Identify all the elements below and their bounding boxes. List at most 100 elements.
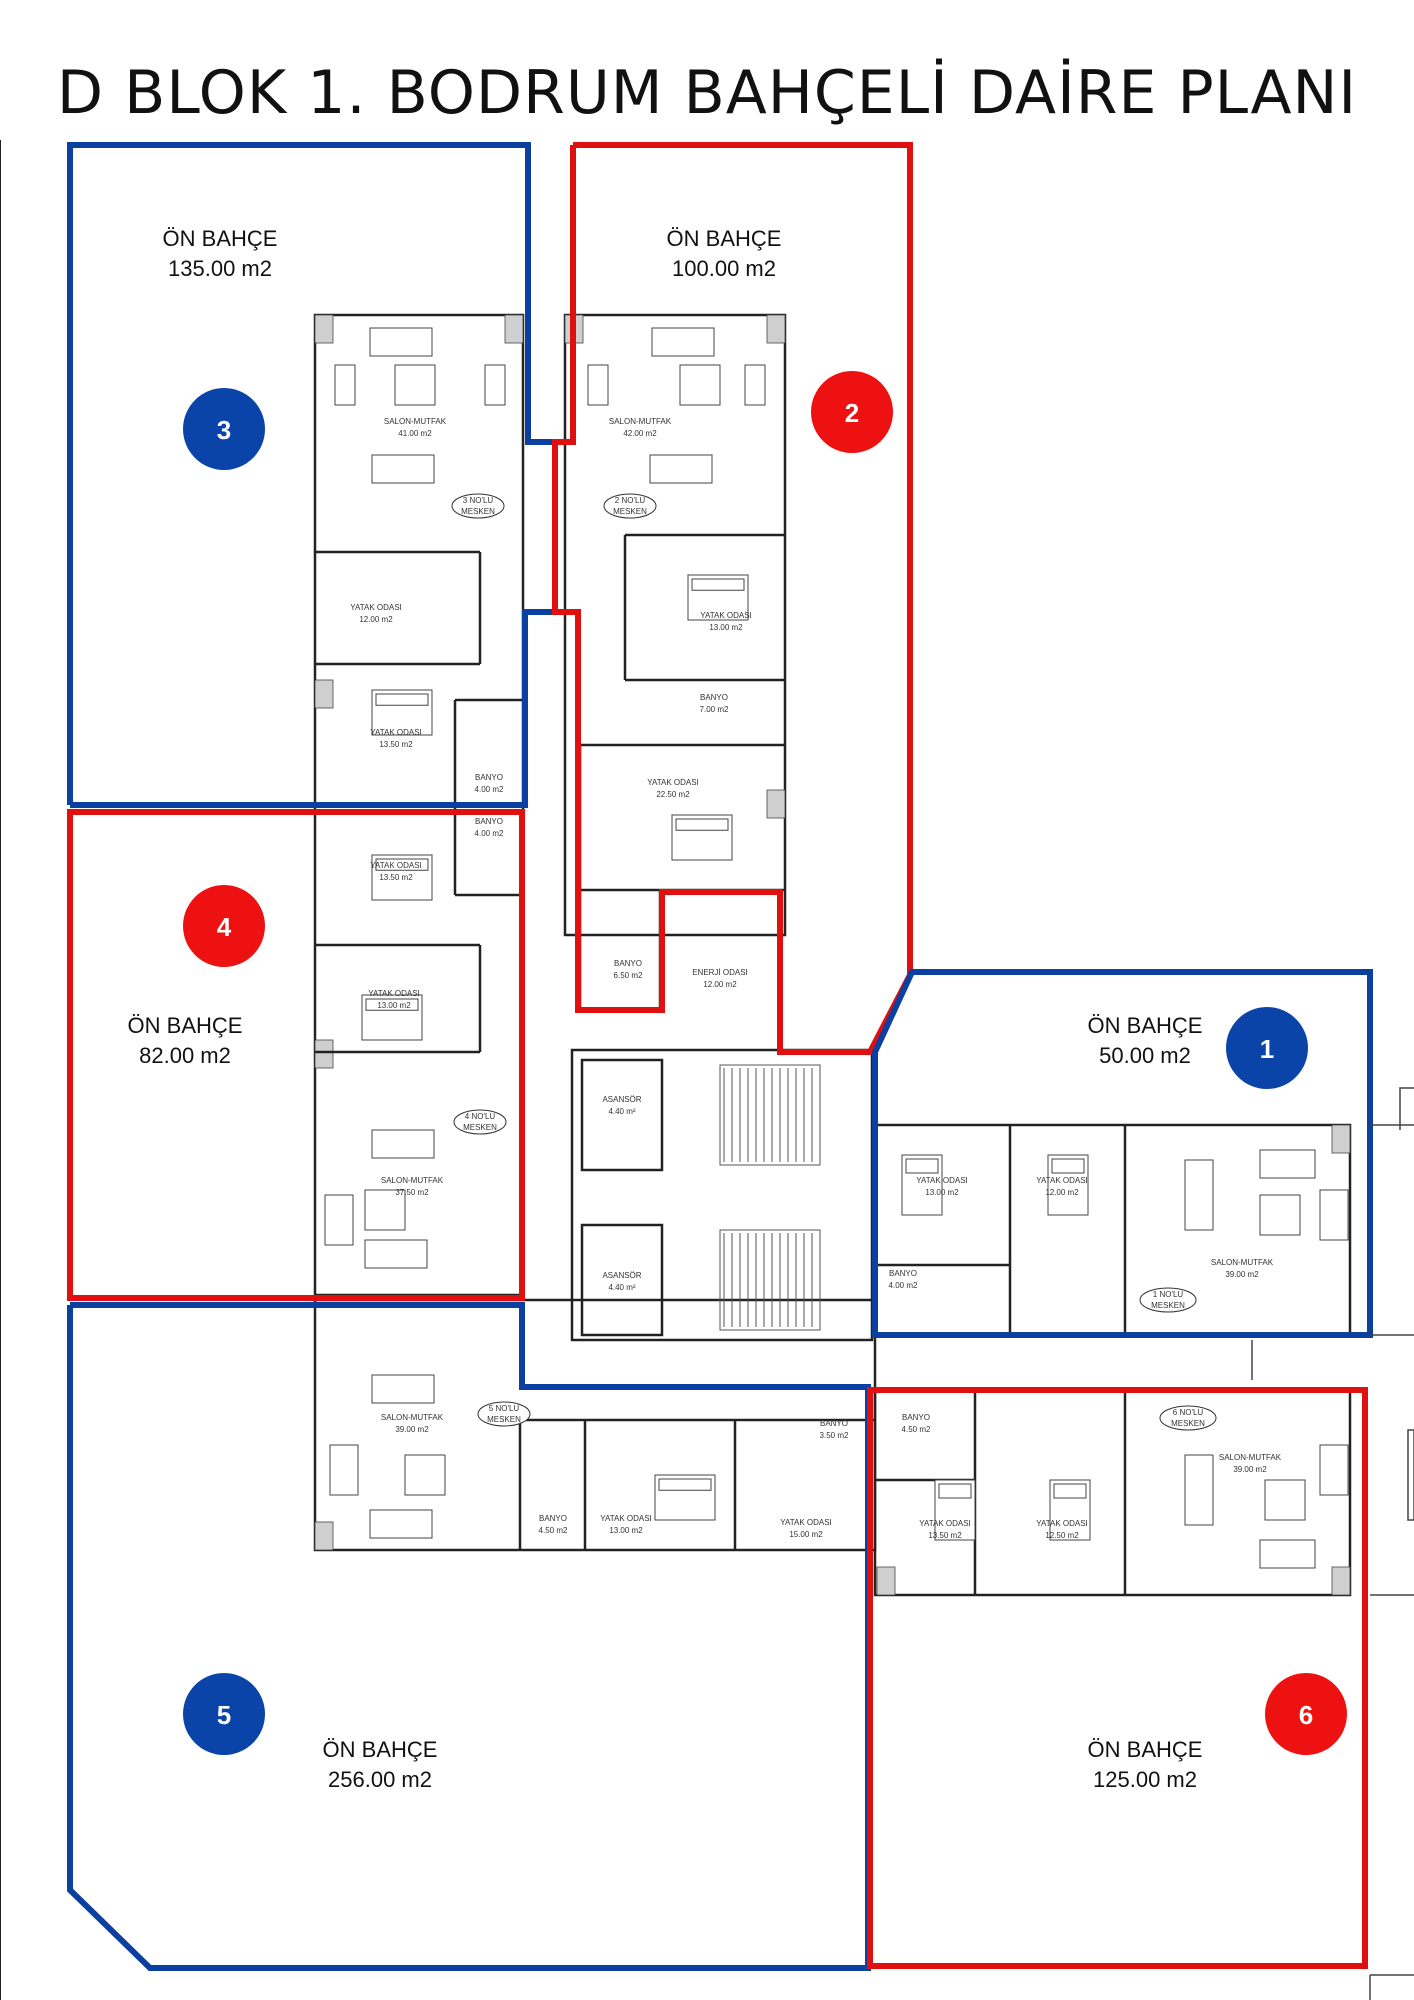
room-area: 4.40 m² <box>608 1283 635 1292</box>
unit-number-1: 1 <box>1260 1034 1274 1064</box>
pillow <box>375 858 429 871</box>
unit-tag: 6 NO'LU <box>1173 1408 1204 1417</box>
unit-tag: 4 NO'LU <box>465 1112 496 1121</box>
room-area: 4.00 m2 <box>475 785 504 794</box>
room-name: YATAK ODASI <box>700 611 752 620</box>
unit-tag: MESKEN <box>1171 1419 1205 1428</box>
unit-badge-3 <box>183 388 265 470</box>
unit-1-boundary <box>872 969 1373 1338</box>
sofa <box>1319 1189 1349 1241</box>
room-area: 12.00 m2 <box>703 980 737 989</box>
room-name: YATAK ODASI <box>919 1519 971 1528</box>
room-name: SALON-MUTFAK <box>381 1176 444 1185</box>
room-area: 7.00 m2 <box>700 705 729 714</box>
sofa <box>1264 1479 1306 1521</box>
dining-table <box>1184 1159 1214 1231</box>
sofa <box>651 327 715 357</box>
columns <box>314 314 1351 1596</box>
room-area: 3.50 m2 <box>820 1431 849 1440</box>
room-area: 4.00 m2 <box>889 1281 918 1290</box>
dining-table <box>371 1374 435 1404</box>
stairs <box>723 1068 813 1327</box>
room-area: 13.00 m2 <box>609 1526 643 1535</box>
unit-number-5: 5 <box>217 1700 231 1730</box>
room-name: BANYO <box>820 1419 848 1428</box>
room-area: 13.00 m2 <box>709 623 743 632</box>
pillow <box>375 693 429 706</box>
room-area: 22.50 m2 <box>656 790 690 799</box>
dining-table <box>1184 1454 1214 1526</box>
unit-3-boundary <box>67 142 558 808</box>
pillow <box>1051 1158 1085 1174</box>
unit-tag: 2 NO'LU <box>615 496 646 505</box>
room-name: SALON-MUTFAK <box>381 1413 444 1422</box>
pillow <box>365 998 419 1011</box>
sofa <box>324 1194 354 1246</box>
room-area: 4.50 m2 <box>902 1425 931 1434</box>
room-name: SALON-MUTFAK <box>1211 1258 1274 1267</box>
room-area: 12.00 m2 <box>1045 1188 1079 1197</box>
pillow <box>658 1478 712 1491</box>
room-area: 13.50 m2 <box>379 740 413 749</box>
room-name: YATAK ODASI <box>1036 1176 1088 1185</box>
room-name: YATAK ODASI <box>350 603 402 612</box>
unit-badge-2 <box>811 371 893 453</box>
garden-label-5: ÖN BAHÇE <box>323 1737 438 1762</box>
pillow <box>905 1158 939 1174</box>
pillow <box>675 818 729 831</box>
room-area: 12.50 m2 <box>1045 1531 1079 1540</box>
garden-area-6: 125.00 m2 <box>1093 1767 1197 1792</box>
core-walls <box>570 1048 874 1342</box>
adjacent-lines <box>1251 1087 1414 2000</box>
sofa <box>364 1239 428 1269</box>
pillow <box>691 578 745 591</box>
room-name: ASANSÖR <box>602 1271 641 1280</box>
room-name: SALON-MUTFAK <box>1219 1453 1282 1462</box>
room-name: YATAK ODASI <box>647 778 699 787</box>
room-area: 4.50 m2 <box>539 1526 568 1535</box>
sofa <box>329 1444 359 1496</box>
room-name: YATAK ODASI <box>370 861 422 870</box>
room-name: BANYO <box>889 1269 917 1278</box>
room-area: 13.00 m2 <box>377 1001 411 1010</box>
sofa <box>404 1454 446 1496</box>
sofa <box>484 364 506 406</box>
dining-table <box>371 1129 435 1159</box>
sofa <box>394 364 436 406</box>
room-area: 4.40 m² <box>608 1107 635 1116</box>
sofa <box>1259 1194 1301 1236</box>
garden-area-2: 100.00 m2 <box>672 256 776 281</box>
garden-area-1: 50.00 m2 <box>1099 1043 1191 1068</box>
unit-tag: MESKEN <box>461 507 495 516</box>
unit-tag: 1 NO'LU <box>1153 1290 1184 1299</box>
unit-badge-1 <box>1226 1007 1308 1089</box>
room-name: YATAK ODASI <box>1036 1519 1088 1528</box>
room-area: 15.00 m2 <box>789 1530 823 1539</box>
unit-badge-4 <box>183 885 265 967</box>
room-area: 41.00 m2 <box>398 429 432 438</box>
room-area: 39.00 m2 <box>1233 1465 1267 1474</box>
unit-number-3: 3 <box>217 415 231 445</box>
room-name: ASANSÖR <box>602 1095 641 1104</box>
garden-label-6: ÖN BAHÇE <box>1088 1737 1203 1762</box>
garden-label-1: ÖN BAHÇE <box>1088 1013 1203 1038</box>
unit-tag: 3 NO'LU <box>463 496 494 505</box>
room-name: ENERJİ ODASI <box>692 968 748 977</box>
pillow <box>1053 1483 1087 1499</box>
sofa <box>369 327 433 357</box>
room-name: BANYO <box>902 1413 930 1422</box>
room-area: 39.00 m2 <box>1225 1270 1259 1279</box>
room-name: YATAK ODASI <box>780 1518 832 1527</box>
dining-table <box>649 454 713 484</box>
room-name: SALON-MUTFAK <box>384 417 447 426</box>
sofa <box>744 364 766 406</box>
pillow <box>938 1483 972 1499</box>
sofa <box>1259 1539 1316 1569</box>
unit-5-boundary <box>67 1302 871 1971</box>
unit-badge-5 <box>183 1673 265 1755</box>
page-title: D BLOK 1. BODRUM BAHÇELİ DAİRE PLANI <box>56 58 1358 128</box>
room-area: 39.00 m2 <box>395 1425 429 1434</box>
unit-number-6: 6 <box>1299 1700 1313 1730</box>
unit-badge-6 <box>1265 1673 1347 1755</box>
sofa <box>369 1509 433 1539</box>
